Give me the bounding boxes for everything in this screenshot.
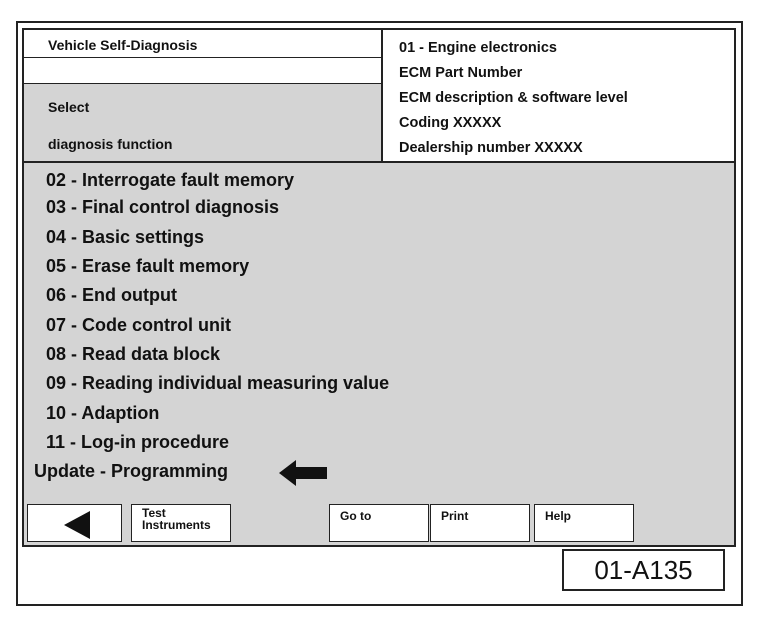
header-blank-field xyxy=(24,58,381,84)
screen-title: Vehicle Self-Diagnosis xyxy=(24,30,381,58)
button-bar: Test Instruments Go to Print Help xyxy=(24,500,734,545)
pointer-arrow-icon xyxy=(279,460,327,486)
select-prompt: Select diagnosis function xyxy=(24,84,381,161)
test-instruments-button[interactable]: Test Instruments xyxy=(131,504,231,542)
info-dealership: Dealership number XXXXX xyxy=(399,140,583,156)
menu-item-02[interactable]: 02 - Interrogate fault memory xyxy=(46,170,295,190)
menu-item-08[interactable]: 08 - Read data block xyxy=(46,344,221,364)
back-arrow-icon xyxy=(64,511,90,539)
print-button[interactable]: Print xyxy=(430,504,530,542)
header-left-panel: Vehicle Self-Diagnosis Select diagnosis … xyxy=(24,30,383,163)
menu-item-03[interactable]: 03 - Final control diagnosis xyxy=(46,197,280,217)
menu-item-05[interactable]: 05 - Erase fault memory xyxy=(46,256,250,276)
info-ecm-description: ECM description & software level xyxy=(399,90,628,106)
info-engine: 01 - Engine electronics xyxy=(399,40,557,56)
figure-code-label: 01-A135 xyxy=(562,549,725,591)
select-prompt-line2: diagnosis function xyxy=(48,136,173,152)
menu-item-update-programming[interactable]: Update - Programming xyxy=(34,461,229,481)
info-ecm-part-number: ECM Part Number xyxy=(399,65,523,81)
menu-item-09[interactable]: 09 - Reading individual measuring value xyxy=(46,373,390,393)
back-button[interactable] xyxy=(27,504,122,542)
info-coding: Coding XXXXX xyxy=(399,115,502,131)
test-instruments-label-line1: Test xyxy=(142,506,166,520)
select-prompt-line1: Select xyxy=(48,99,90,115)
menu-item-10[interactable]: 10 - Adaption xyxy=(46,403,160,423)
control-unit-info: 01 - Engine electronics ECM Part Number … xyxy=(383,30,734,163)
menu-item-04[interactable]: 04 - Basic settings xyxy=(46,227,205,247)
help-button[interactable]: Help xyxy=(534,504,634,542)
test-instruments-label-line2: Instruments xyxy=(142,518,211,532)
menu-item-07[interactable]: 07 - Code control unit xyxy=(46,315,232,335)
menu-item-06[interactable]: 06 - End output xyxy=(46,285,177,305)
goto-button[interactable]: Go to xyxy=(329,504,429,542)
diagnosis-screen: Vehicle Self-Diagnosis Select diagnosis … xyxy=(22,28,736,547)
menu-item-11[interactable]: 11 - Log-in procedure xyxy=(46,432,230,452)
